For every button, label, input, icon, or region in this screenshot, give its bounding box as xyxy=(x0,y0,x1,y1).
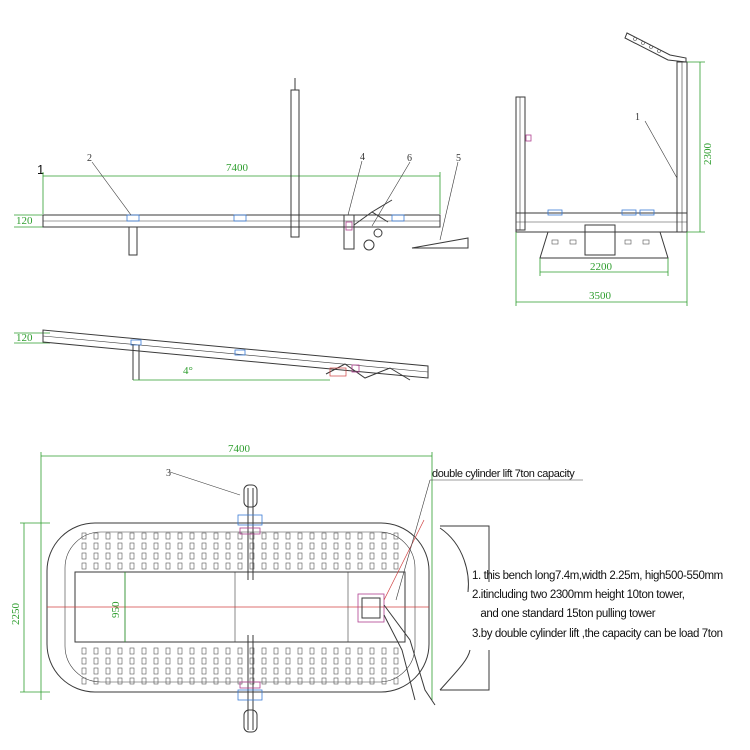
end-callout-1: 1 xyxy=(635,112,640,123)
base-width-dim: 2200 xyxy=(590,261,613,273)
tower-height-dim: 2300 xyxy=(702,143,714,166)
side-height-dim: 120 xyxy=(16,215,33,227)
overall-width-dim: 3500 xyxy=(589,290,612,302)
tower-arm xyxy=(624,32,687,63)
note-line-1: 1. this bench long7.4m,width 2.25m, high… xyxy=(472,570,723,582)
plan-length-dim: 7400 xyxy=(228,443,251,455)
left-tower xyxy=(515,96,526,231)
tilted-view: 120 4° xyxy=(14,329,429,381)
side-callout-5: 5 xyxy=(456,153,461,164)
side-callout-2: 2 xyxy=(87,153,92,164)
note-line-2: 2.itincluding two 2300mm height 10ton to… xyxy=(472,589,685,601)
side-callout-4: 4 xyxy=(360,152,365,163)
tilted-height-dim: 120 xyxy=(16,332,33,344)
side-view-label: 1 xyxy=(37,162,44,177)
tilted-angle-mark: 4° xyxy=(183,365,193,377)
lift-body xyxy=(539,231,669,259)
side-length-dim: 7400 xyxy=(226,162,249,174)
note-line-4: 3.by double cylinder lift ,the capacity … xyxy=(472,628,723,640)
lift-note: double cylinder lift 7ton capacity xyxy=(432,468,575,480)
plan-callout-3: 3 xyxy=(166,468,171,479)
plan-view: 7400 2250 950 xyxy=(10,443,583,733)
side-view: 1 7400 120 2 4 xyxy=(14,78,469,256)
side-callout-6: 6 xyxy=(407,153,412,164)
tilted-bench-beam xyxy=(42,329,429,379)
plan-width-dim: 2250 xyxy=(10,603,22,626)
support-leg xyxy=(128,226,138,256)
end-base xyxy=(515,212,688,233)
note-line-3: and one standard 15ton pulling tower xyxy=(472,608,656,620)
end-view: 2300 2200 3500 1 xyxy=(515,32,714,306)
inner-width-dim: 950 xyxy=(110,601,122,618)
